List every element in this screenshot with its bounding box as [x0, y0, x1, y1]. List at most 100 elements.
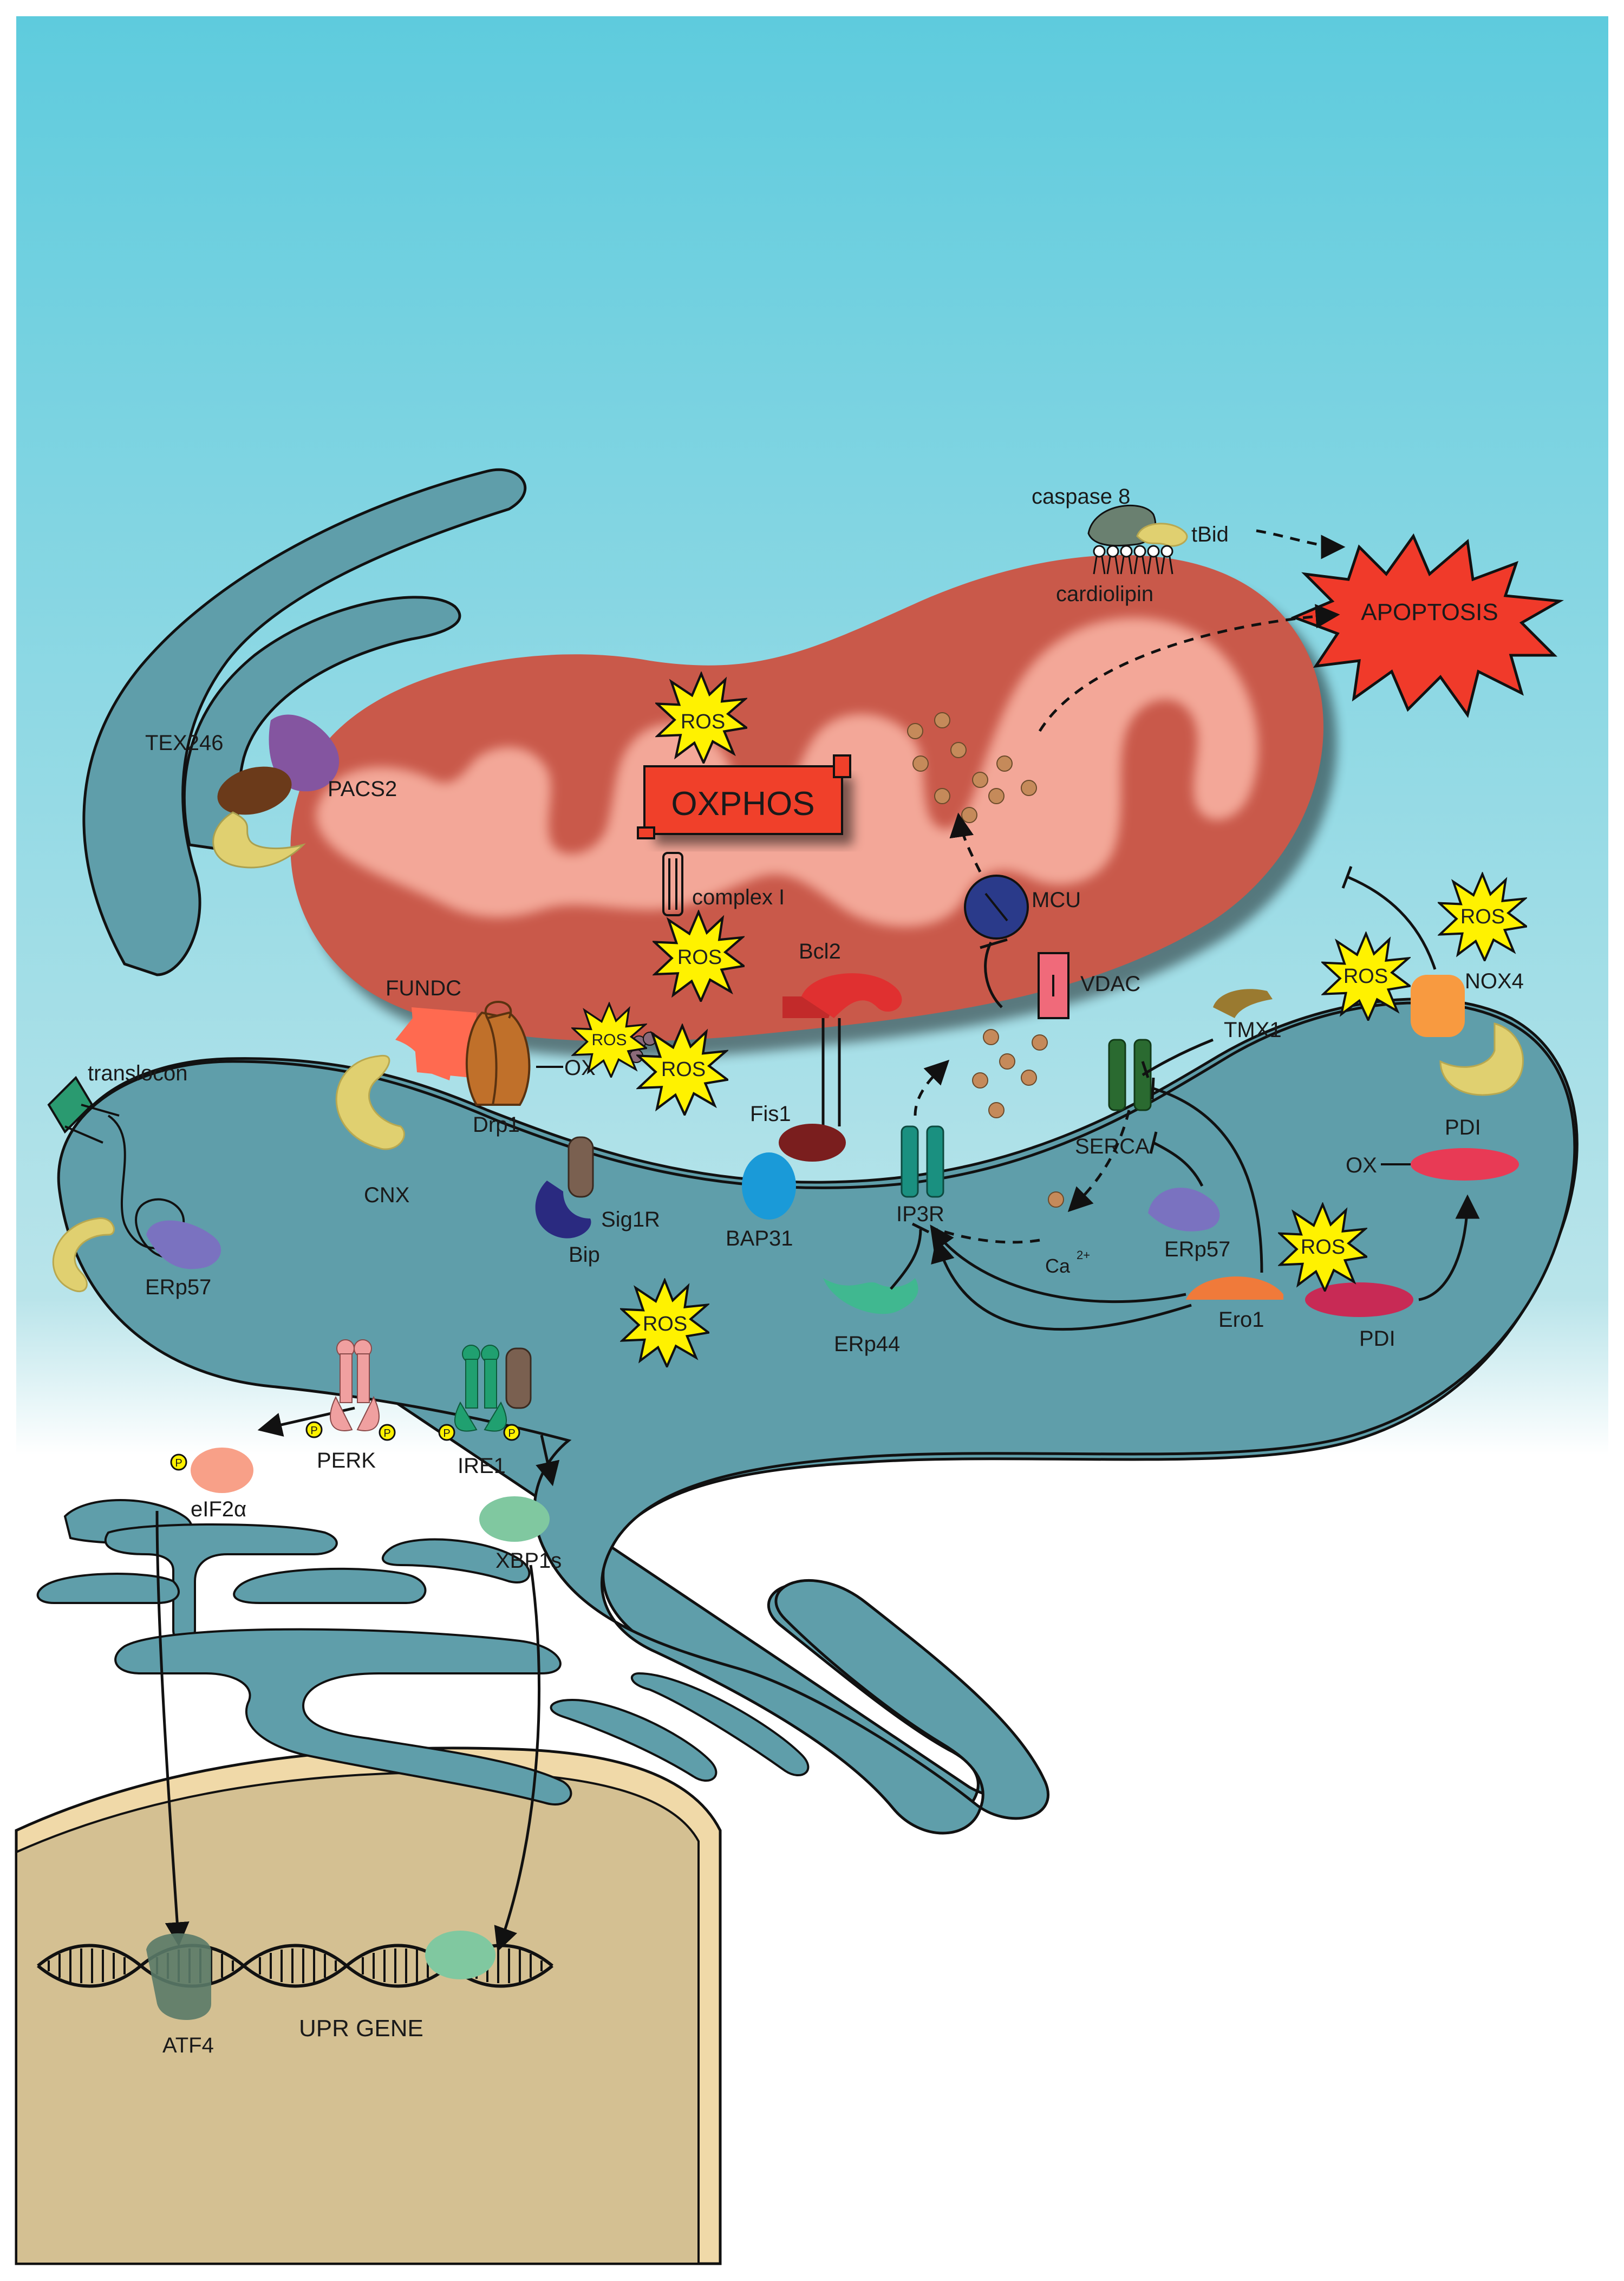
ros-label-ero1: ROS — [1301, 1236, 1345, 1259]
pacs2-label: PACS2 — [328, 777, 397, 801]
nucleus — [15, 1746, 722, 2265]
ox-label-pdi: OX — [1346, 1153, 1377, 1177]
xbp1s-label: XBP1s — [495, 1549, 562, 1573]
erp57-right-label: ERp57 — [1164, 1237, 1230, 1261]
complex-i-label: complex I — [692, 885, 785, 909]
ros-label-nox4-right: ROS — [1460, 905, 1505, 928]
cardiolipin-shape — [1093, 545, 1173, 575]
ero1-label: Ero1 — [1218, 1308, 1264, 1332]
perk-p-right-label: P — [383, 1428, 390, 1439]
tbid-label: tBid — [1191, 523, 1229, 546]
sig1r-shape — [568, 1136, 594, 1198]
eif2a-p-label: P — [175, 1457, 182, 1469]
tmx1-label: TMX1 — [1224, 1018, 1282, 1042]
ros-star-upper-mid: ROS — [654, 912, 743, 1001]
eif2a-shape — [191, 1448, 253, 1493]
tmx1-shape — [1213, 989, 1273, 1018]
ire1-partner — [505, 1347, 532, 1409]
bap31-label: BAP31 — [726, 1227, 793, 1250]
pdi-top-shape — [1411, 1148, 1519, 1181]
nox4-shape — [1411, 975, 1465, 1037]
ire1-phospho-left: P — [438, 1424, 455, 1441]
nox4-label: NOX4 — [1465, 969, 1524, 993]
bcl2-shape — [801, 973, 902, 1018]
oxphos-chip-1 — [833, 754, 851, 778]
bip-label: Bip — [569, 1243, 600, 1267]
serca-label: SERCA — [1075, 1135, 1150, 1158]
ros-star-nox4-right: ROS — [1439, 874, 1526, 960]
atf4-label: ATF4 — [162, 2034, 214, 2057]
ire1-p-left-label: P — [443, 1428, 450, 1439]
vdac-label: VDAC — [1080, 972, 1140, 996]
ire1-label: IRE1 — [458, 1454, 506, 1478]
calcium-dots-mito — [907, 712, 1037, 823]
perk-p-left-label: P — [310, 1425, 317, 1437]
complex-i-shape — [662, 852, 683, 916]
cnx-shape — [335, 1054, 405, 1150]
fis1-shape — [779, 1124, 846, 1162]
upr-gene-label: UPR GENE — [299, 2015, 423, 2042]
ire1-p-right-label: P — [508, 1428, 515, 1439]
tbid-shape — [1136, 523, 1188, 547]
ros-label-nox4-left: ROS — [1343, 965, 1388, 988]
pathway-arrows — [155, 529, 1480, 1952]
mcu-label: MCU — [1032, 888, 1081, 912]
ip3r-shape — [901, 1125, 944, 1198]
nox4-crescent — [1439, 1022, 1524, 1096]
cnx-left-crescent — [52, 1217, 115, 1293]
oxphos-label: OXPHOS — [671, 785, 814, 823]
calcium-dots-er — [972, 1029, 1064, 1208]
ros-label-small: ROS — [591, 1031, 627, 1049]
translocon-label: translocon — [88, 1061, 188, 1085]
eif2a-label: eIF2α — [191, 1497, 246, 1521]
ero1-shape — [1186, 1276, 1283, 1300]
mcu-line — [984, 892, 1008, 922]
ros-label-upper-mid: ROS — [677, 946, 722, 969]
bcl2-label: Bcl2 — [799, 940, 841, 963]
caspase8-label: caspase 8 — [1032, 485, 1130, 509]
pdi-top-label: PDI — [1445, 1116, 1481, 1139]
ire1-shape — [454, 1345, 507, 1432]
ire1-phospho-right: P — [503, 1424, 520, 1441]
cardiolipin-label: cardiolipin — [1056, 582, 1153, 606]
oxphos-box — [643, 765, 843, 835]
oxphos-chip-2 — [637, 826, 655, 839]
drp1-label: Drp1 — [473, 1113, 520, 1137]
drp1-shape — [465, 1001, 531, 1106]
fundc-label: FUNDC — [386, 976, 461, 1000]
ip3r-label: IP3R — [896, 1202, 944, 1226]
apoptosis-star — [1290, 533, 1564, 718]
perk-phospho-left: P — [305, 1421, 323, 1438]
erp44-shape — [823, 1278, 918, 1314]
fis1-label: Fis1 — [750, 1102, 791, 1126]
ros-star-nox4-left: ROS — [1323, 934, 1410, 1020]
pdi-bottom-shape — [1305, 1282, 1413, 1317]
ca-label: Ca — [1045, 1255, 1071, 1277]
xbp1s-shape — [479, 1496, 550, 1542]
ca-superscript: 2+ — [1077, 1248, 1090, 1262]
erp57-right-shape — [1148, 1188, 1220, 1231]
ros-star-top: ROS — [657, 674, 746, 762]
atf4-shape — [146, 1933, 211, 2020]
tex246-label: TEX246 — [145, 731, 224, 755]
perk-phospho-right: P — [379, 1424, 396, 1441]
sig1r-label: Sig1R — [601, 1208, 660, 1231]
ros-star-lower-mid: ROS — [638, 1026, 727, 1115]
xbp1s-dna-shape — [425, 1931, 495, 1979]
perk-label: PERK — [317, 1449, 376, 1472]
ros-label-lower-mid: ROS — [661, 1058, 706, 1081]
ros-star-ero1: ROS — [1280, 1204, 1366, 1291]
fundc-shape — [395, 1007, 477, 1080]
ros-star-er: ROS — [622, 1280, 708, 1366]
ros-star-small: ROS — [572, 1002, 647, 1078]
bip-shape — [535, 1181, 591, 1239]
pacs2-tex246-complex — [212, 714, 340, 869]
cnx-label: CNX — [364, 1183, 409, 1207]
eif2a-phospho: P — [170, 1454, 187, 1471]
bap31-shape — [742, 1152, 796, 1220]
erp57-left-label: ERp57 — [145, 1275, 211, 1299]
erp57-left-shape — [146, 1220, 221, 1269]
erp44-label: ERp44 — [834, 1332, 900, 1356]
